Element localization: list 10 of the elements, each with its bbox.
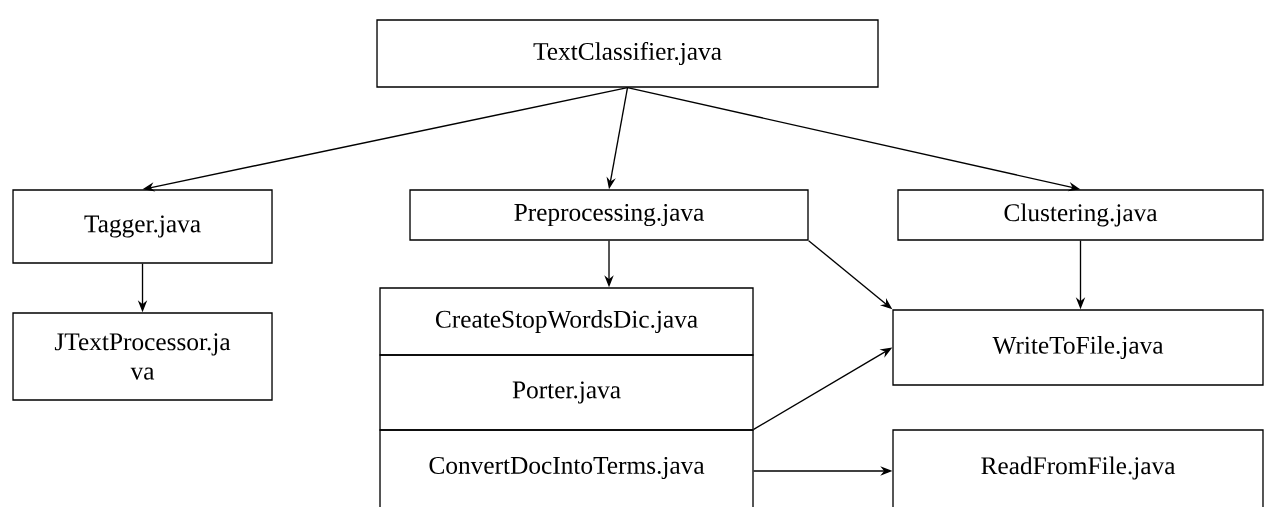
class-box: Porter.java bbox=[379, 354, 754, 431]
class-box: CreateStopWordsDic.java bbox=[379, 287, 754, 356]
class-box: Preprocessing.java bbox=[409, 189, 809, 241]
class-box: WriteToFile.java bbox=[892, 309, 1264, 386]
class-box: ReadFromFile.java bbox=[892, 429, 1264, 507]
class-box: TextClassifier.java bbox=[376, 19, 879, 88]
class-box: ConvertDocIntoTerms.java bbox=[379, 429, 754, 507]
class-box: JTextProcessor.ja va bbox=[12, 312, 273, 401]
class-box: Clustering.java bbox=[897, 189, 1264, 241]
class-box: Tagger.java bbox=[12, 189, 273, 264]
